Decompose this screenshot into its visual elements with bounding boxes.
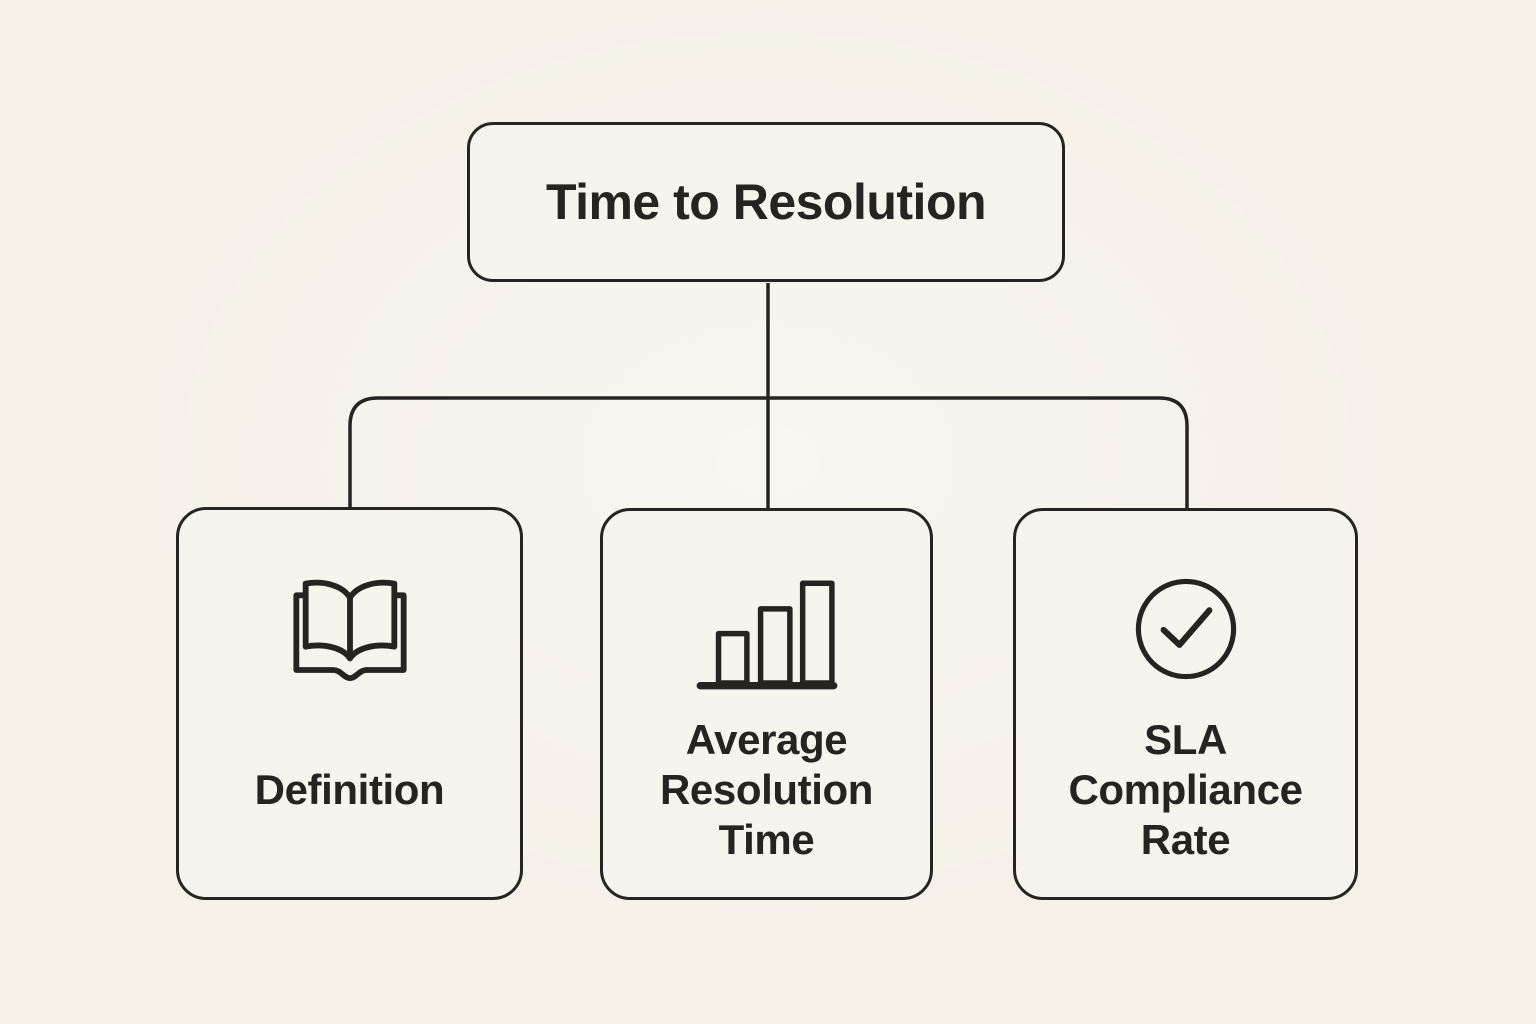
- root-node-label: Time to Resolution: [545, 174, 987, 230]
- node-time-to-resolution: Time to Resolution: [467, 122, 1065, 282]
- node-sla-compliance-rate: SLA Compliance Rate: [1013, 508, 1358, 900]
- node-definition: Definition: [176, 507, 523, 900]
- card-label-sla-compliance-rate: SLA Compliance Rate: [1068, 716, 1303, 863]
- card-label-definition: Definition: [254, 765, 445, 813]
- node-average-resolution-time: Average Resolution Time: [600, 508, 933, 900]
- bar-chart-icon: [691, 559, 843, 699]
- card-label-average-resolution-time: Average Resolution Time: [660, 716, 873, 863]
- connector-branch-left-right: [348, 396, 1189, 508]
- check-circle-icon: [1130, 559, 1242, 699]
- open-book-icon: [280, 558, 420, 698]
